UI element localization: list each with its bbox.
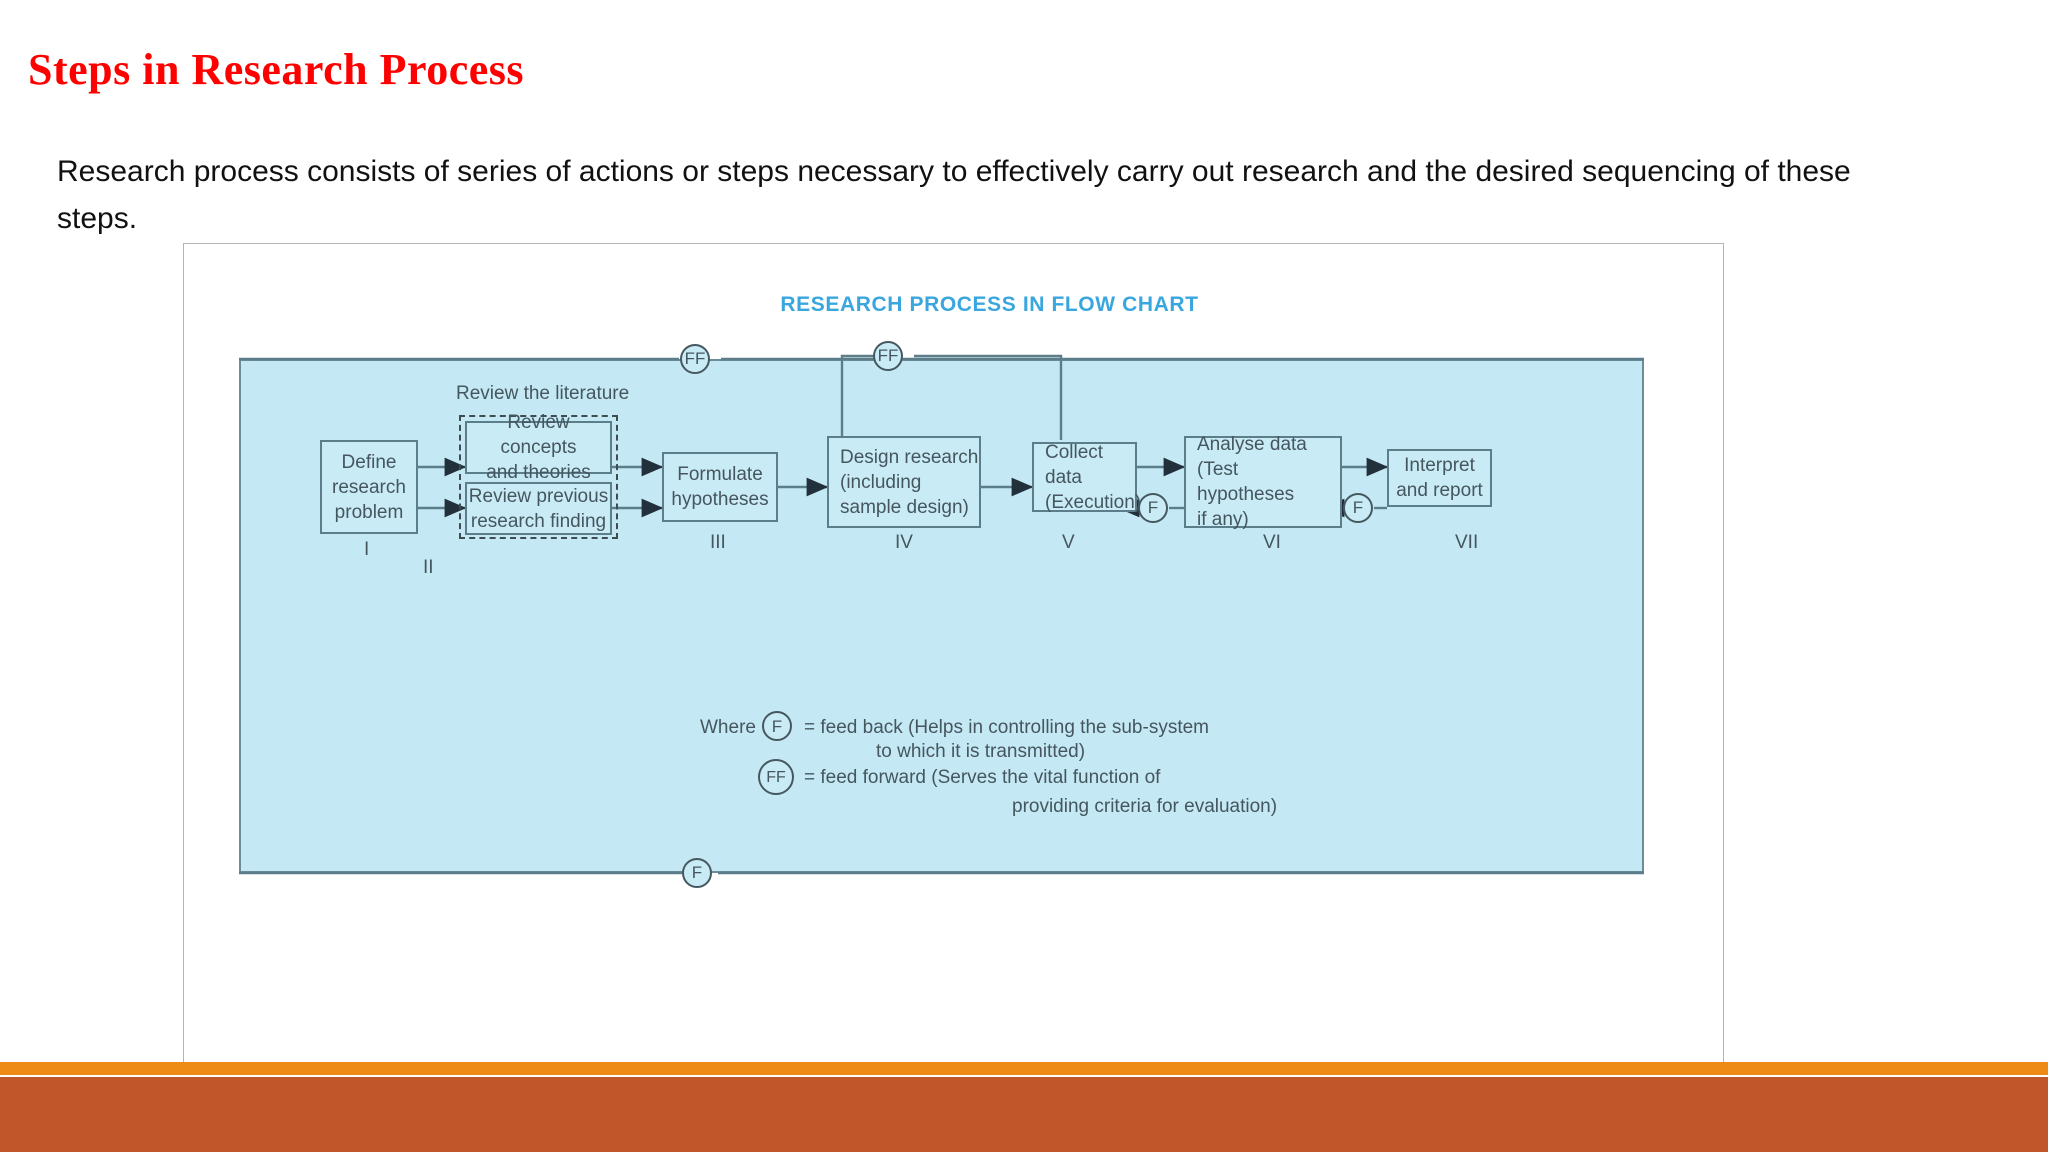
node-label-line: and theories [486, 462, 591, 483]
legend-where-label: Where [700, 717, 756, 738]
node-label-line: research finding [470, 510, 607, 532]
flowchart-title-text: RESEARCH PROCESS IN FLOW CHART [780, 293, 1199, 316]
marker-ff-inner: FF [873, 341, 903, 371]
node-label-line: Formulate [677, 464, 763, 485]
legend-feedforward-text-2: providing criteria for evaluation) [1012, 796, 1278, 817]
legend-f-icon: F [762, 711, 792, 741]
roman-numeral-vii: VII [1455, 532, 1479, 553]
node-formulate-hypotheses[interactable]: Formulate hypotheses [662, 452, 778, 522]
node-label-line: sample design) [840, 496, 969, 518]
node-review-concepts-and-theories[interactable]: Review concepts and theories [465, 412, 612, 483]
legend-row-feedforward: FF = feed forward (Serves the vital func… [700, 759, 1700, 795]
roman-numeral-i: I [364, 539, 370, 560]
group-review-literature [459, 415, 618, 539]
footer-accent-bar-orange [0, 1062, 2048, 1075]
legend-row-feedforward-cont: providing criteria for evaluation) [700, 794, 1700, 819]
body-paragraph: Research process consists of series of a… [57, 155, 1851, 235]
node-label-line: (including [840, 471, 922, 493]
legend-feedback-text: = feed back (Helps in controlling the su… [804, 717, 1210, 738]
node-interpret-and-report[interactable]: Interpret and report [1387, 449, 1492, 507]
node-label-line: if any) [1197, 509, 1249, 530]
node-label-line: (Execution) [1045, 491, 1142, 513]
roman-numeral-iv: IV [895, 532, 913, 553]
node-review-previous-research-finding[interactable]: Review previous research finding [465, 482, 612, 535]
marker-f-bottom: F [682, 858, 712, 888]
node-label-line: (Test hypotheses [1197, 459, 1295, 505]
node-label-line: Define [341, 451, 397, 473]
node-label-line: Review concepts [500, 412, 577, 458]
roman-numeral-ii: II [423, 557, 434, 578]
node-define-research-problem[interactable]: Define research problem [320, 440, 418, 534]
node-label-line: hypotheses [671, 489, 769, 510]
legend-ff-icon: FF [758, 759, 794, 795]
group-caption-review-literature: Review the literature [456, 383, 630, 404]
roman-numeral-iii: III [710, 532, 726, 553]
roman-numeral-vi: VI [1263, 532, 1281, 553]
node-label-line: Analyse data [1197, 434, 1307, 455]
node-label-line: Collect data [1045, 441, 1104, 488]
marker-f-analyse-to-collect: F [1138, 493, 1168, 523]
node-label-line: Design research [840, 446, 979, 468]
flowchart-image: RESEARCH PROCESS IN FLOW CHART [183, 243, 1724, 1070]
legend-row-feedback-cont: to which it is transmitted) [700, 739, 1700, 764]
footer-accent-bar-brown [0, 1077, 2048, 1152]
marker-f-interpret-to-analyse: F [1343, 493, 1373, 523]
node-label-line: and report [1396, 480, 1483, 501]
legend-feedback-text-2: to which it is transmitted) [876, 741, 1086, 762]
roman-numeral-v: V [1062, 532, 1075, 553]
legend-feedforward-text: = feed forward (Serves the vital functio… [804, 767, 1161, 788]
node-label-line: Review previous [468, 485, 609, 507]
node-analyse-data[interactable]: Analyse data (Test hypotheses if any) [1184, 434, 1342, 530]
node-label-line: Interpret [1404, 455, 1475, 476]
flowchart-title: RESEARCH PROCESS IN FLOW CHART [184, 293, 1723, 317]
flowchart-legend: Where F = feed back (Helps in controllin… [700, 711, 1700, 819]
marker-ff-top: FF [680, 344, 710, 374]
page-title: Steps in Research Process [28, 45, 525, 94]
legend-row-feedback: Where F = feed back (Helps in controllin… [700, 711, 1700, 741]
node-label-line: problem [334, 501, 404, 523]
node-design-research[interactable]: Design research (including sample design… [827, 436, 981, 528]
node-label-line: research [332, 476, 406, 498]
node-collect-data[interactable]: Collect data (Execution) [1032, 441, 1141, 513]
